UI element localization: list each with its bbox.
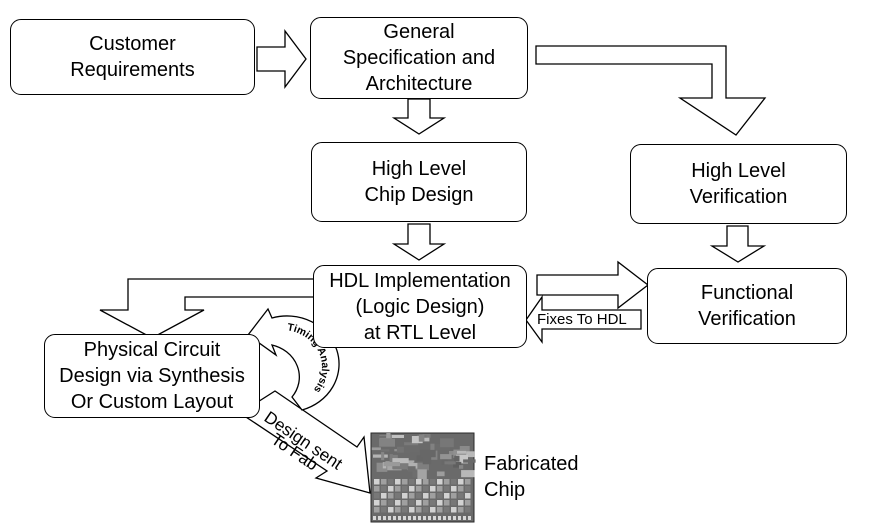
general-specification-box: General Specification and Architecture (310, 17, 528, 99)
physical-circuit-design-label: Physical Circuit Design via Synthesis Or… (59, 339, 245, 413)
high-level-chip-design-label: High Level Chip Design (364, 158, 474, 206)
fabricated-chip-image (370, 432, 476, 523)
customer-requirements-box: Customer Requirements (10, 19, 255, 95)
arrow-spec-to-chip-design (391, 98, 447, 135)
arrow-spec-to-hl-verification (535, 45, 767, 136)
arrow-chip-design-to-hdl (391, 223, 447, 261)
arrow-hdl-to-physical (99, 278, 315, 339)
general-specification-label: General Specification and Architecture (342, 21, 496, 95)
arrow-hl-to-functional (709, 225, 767, 263)
arrow-hdl-to-functional (536, 260, 650, 310)
physical-circuit-design-box: Physical Circuit Design via Synthesis Or… (44, 334, 260, 418)
high-level-chip-design-box: High Level Chip Design (311, 142, 527, 222)
fixes-to-hdl-label: Fixes To HDL (537, 311, 627, 328)
functional-verification-box: Functional Verification (647, 268, 847, 344)
arrow-customer-to-spec (256, 29, 307, 89)
customer-requirements-label: Customer Requirements (70, 33, 195, 81)
high-level-verification-box: High Level Verification (630, 144, 847, 224)
high-level-verification-label: High Level Verification (689, 160, 788, 208)
hdl-implementation-label: HDL Implementation (Logic Design) at RTL… (329, 269, 511, 344)
arrow-fixes-to-hdl (525, 294, 642, 344)
fabricated-chip-label: Fabricated Chip (484, 453, 579, 501)
hdl-implementation-box: HDL Implementation (Logic Design) at RTL… (313, 265, 527, 348)
functional-verification-label: Functional Verification (698, 282, 796, 330)
